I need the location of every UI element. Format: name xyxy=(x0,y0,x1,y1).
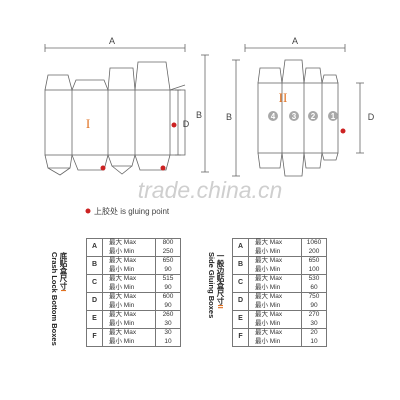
glue-point-dot xyxy=(160,165,166,171)
left-dim-a: A xyxy=(109,36,115,46)
gluing-order-numbers: 4 3 2 1 xyxy=(268,111,338,121)
glue-point-dot xyxy=(100,165,106,171)
crash-lock-box-outline xyxy=(44,44,209,176)
size-code: F xyxy=(232,328,249,347)
table2-roman: II xyxy=(216,304,225,309)
table2-title-cn: 一般边贴盒尺寸 xyxy=(216,252,225,305)
table1-title-cn: 底贴盒尺寸 xyxy=(59,252,68,290)
size-code: D xyxy=(86,292,103,311)
size-code: A xyxy=(86,238,103,257)
size-code: B xyxy=(86,256,103,275)
table1-roman: I xyxy=(59,289,68,292)
size-code: E xyxy=(232,310,249,329)
size-code: C xyxy=(232,274,249,293)
number-label: 3 xyxy=(292,112,297,121)
left-panel-roman: I xyxy=(86,116,90,131)
number-label: 4 xyxy=(271,112,276,121)
table2-title: 一般边贴盒尺寸II Side Gluing Boxes xyxy=(207,252,225,318)
size-code: A xyxy=(232,238,249,257)
right-panel-roman: II xyxy=(279,90,288,105)
legend-glue-dot xyxy=(85,208,91,214)
right-dim-a: A xyxy=(292,36,298,46)
number-label: 2 xyxy=(311,112,316,121)
size-code: C xyxy=(86,274,103,293)
right-dim-d: D xyxy=(368,112,375,122)
size-code: B xyxy=(232,256,249,275)
number-label: 1 xyxy=(331,112,336,121)
legend-text: 上胶处 is gluing point xyxy=(94,206,170,216)
number-circle xyxy=(268,111,278,121)
watermark: trade.china.cn xyxy=(138,177,282,203)
size-code: F xyxy=(86,328,103,347)
glue-point-dot xyxy=(340,128,346,134)
size-code: D xyxy=(232,292,249,311)
table1-title-en: Crash Lock Bottom Boxes xyxy=(50,252,59,346)
table1-title: 底贴盒尺寸I Crash Lock Bottom Boxes xyxy=(50,252,68,346)
right-dim-b: B xyxy=(226,112,232,122)
number-circle xyxy=(289,111,299,121)
number-circle xyxy=(328,111,338,121)
size-code: E xyxy=(86,310,103,329)
box-diagram: A B D I A B D II 4 xyxy=(44,36,375,216)
glue-point-dot xyxy=(171,122,177,128)
left-dim-d: D xyxy=(183,119,190,129)
table2-title-en: Side Gluing Boxes xyxy=(207,252,216,319)
left-dim-b: B xyxy=(196,110,202,120)
side-gluing-box-outline xyxy=(232,44,364,177)
number-circle xyxy=(308,111,318,121)
